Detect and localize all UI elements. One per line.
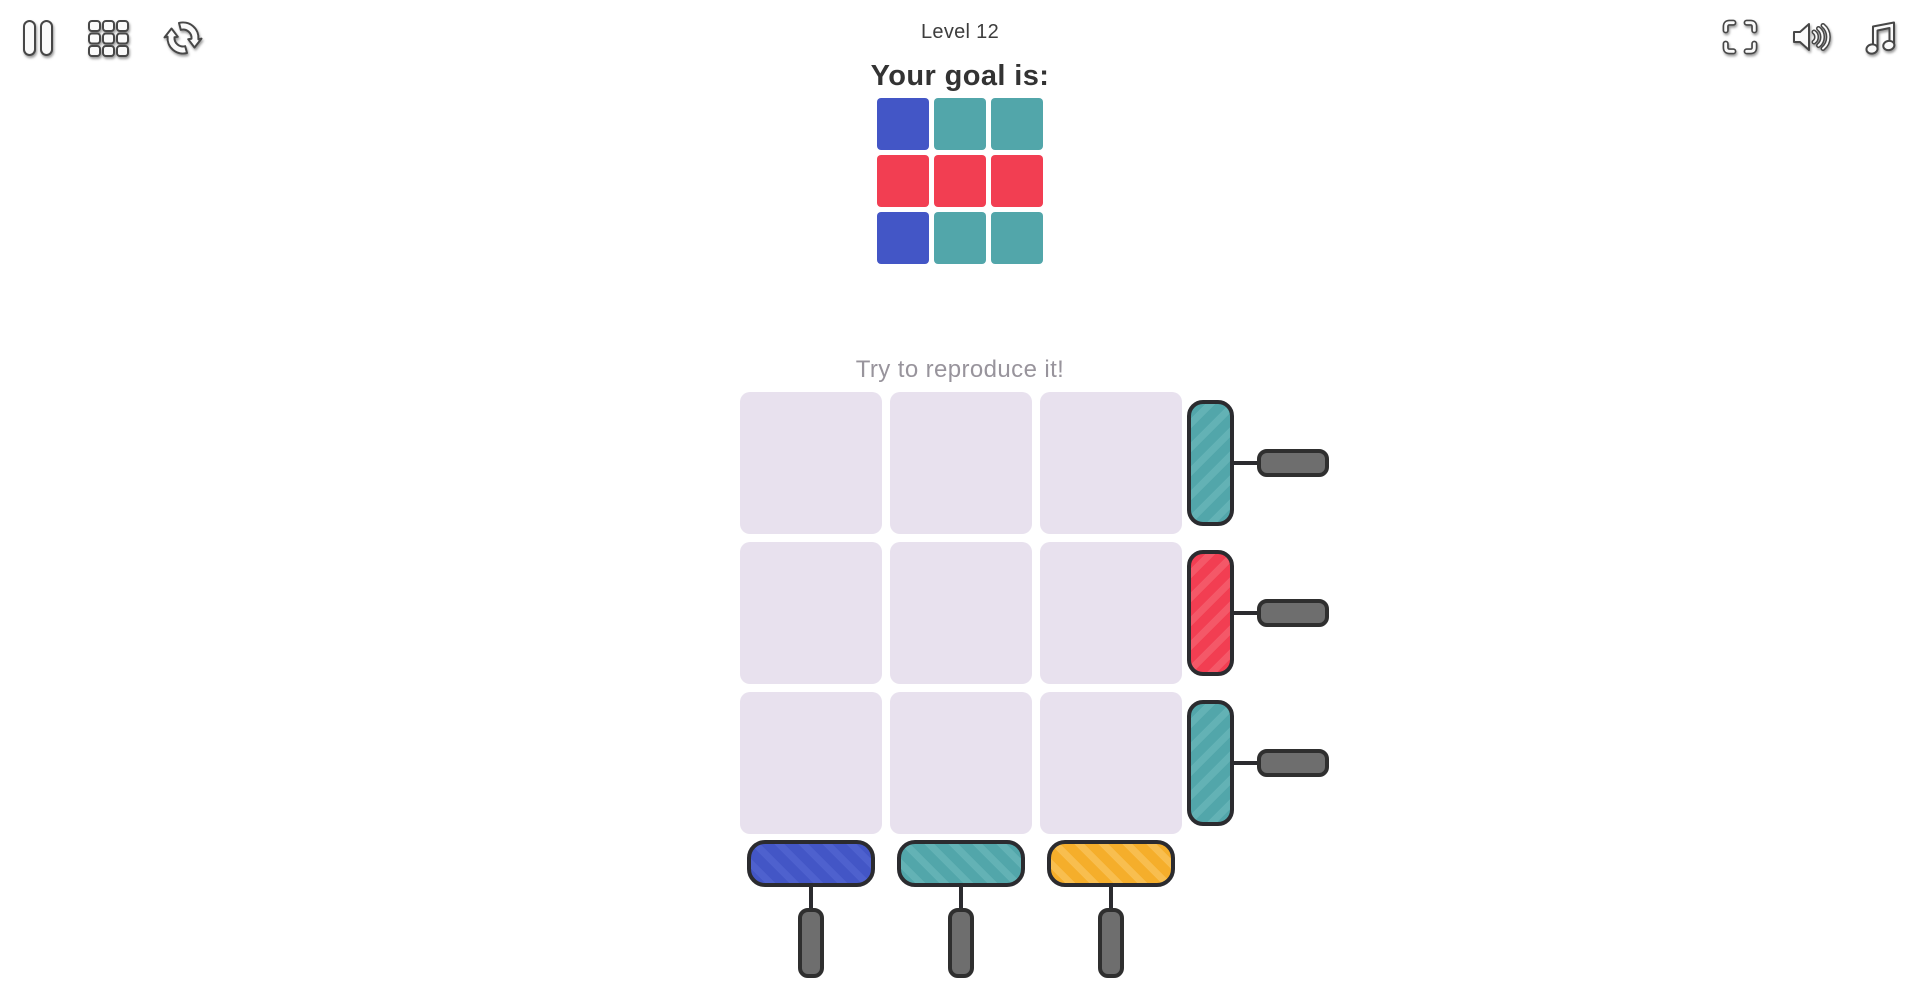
goal-cell-red xyxy=(991,155,1043,207)
board-cell-empty xyxy=(890,692,1032,834)
fullscreen-button[interactable] xyxy=(1719,16,1761,63)
pause-button[interactable] xyxy=(21,18,55,63)
row-plunger-rod xyxy=(1230,611,1260,615)
board-cell-empty xyxy=(1040,542,1182,684)
toolbar-left xyxy=(21,16,205,65)
col-plunger-3-yellow[interactable] xyxy=(1047,840,1175,887)
level-title: Level 12 xyxy=(920,21,999,43)
col-plunger-2-teal[interactable] xyxy=(897,840,1025,887)
goal-grid xyxy=(877,98,1043,264)
toolbar-right xyxy=(1719,16,1899,63)
row-plunger-2-red[interactable] xyxy=(1187,550,1234,676)
row-plunger-3-teal[interactable] xyxy=(1187,700,1234,826)
goal-cell-red xyxy=(877,155,929,207)
row-plunger-1-teal[interactable] xyxy=(1187,400,1234,526)
goal-cell-teal xyxy=(934,212,986,264)
restart-icon xyxy=(161,16,205,65)
col-plunger-rod xyxy=(809,885,813,910)
restart-button[interactable] xyxy=(161,16,205,65)
col-plunger-handle-1[interactable] xyxy=(798,908,824,978)
col-plunger-rod xyxy=(959,885,963,910)
board-cell-empty xyxy=(740,692,882,834)
sound-button[interactable] xyxy=(1790,16,1832,63)
pause-icon xyxy=(21,18,55,63)
goal-cell-teal xyxy=(991,212,1043,264)
board-cell-empty xyxy=(740,542,882,684)
col-plunger-handle-2[interactable] xyxy=(948,908,974,978)
col-plunger-1-blue[interactable] xyxy=(747,840,875,887)
level-select-icon xyxy=(86,18,130,63)
board-cell-empty xyxy=(1040,392,1182,534)
board-cell-empty xyxy=(890,392,1032,534)
row-plunger-handle-3[interactable] xyxy=(1257,749,1329,777)
fullscreen-icon xyxy=(1719,16,1761,63)
sound-icon xyxy=(1790,16,1832,63)
level-select-button[interactable] xyxy=(86,18,130,63)
music-button[interactable] xyxy=(1861,16,1899,63)
row-plunger-handle-2[interactable] xyxy=(1257,599,1329,627)
row-plunger-rod xyxy=(1230,461,1260,465)
col-plunger-rod xyxy=(1109,885,1113,910)
col-plunger-handle-3[interactable] xyxy=(1098,908,1124,978)
goal-heading: Your goal is: xyxy=(870,60,1050,92)
board-cell-empty xyxy=(890,542,1032,684)
music-icon xyxy=(1861,16,1899,63)
row-plunger-rod xyxy=(1230,761,1260,765)
goal-cell-red xyxy=(934,155,986,207)
goal-cell-teal xyxy=(934,98,986,150)
board-cell-empty xyxy=(740,392,882,534)
board-cell-empty xyxy=(1040,692,1182,834)
reproduce-heading: Try to reproduce it! xyxy=(855,356,1065,383)
goal-cell-blue xyxy=(877,212,929,264)
row-plunger-handle-1[interactable] xyxy=(1257,449,1329,477)
goal-cell-teal xyxy=(991,98,1043,150)
goal-cell-blue xyxy=(877,98,929,150)
play-grid xyxy=(740,392,1182,834)
